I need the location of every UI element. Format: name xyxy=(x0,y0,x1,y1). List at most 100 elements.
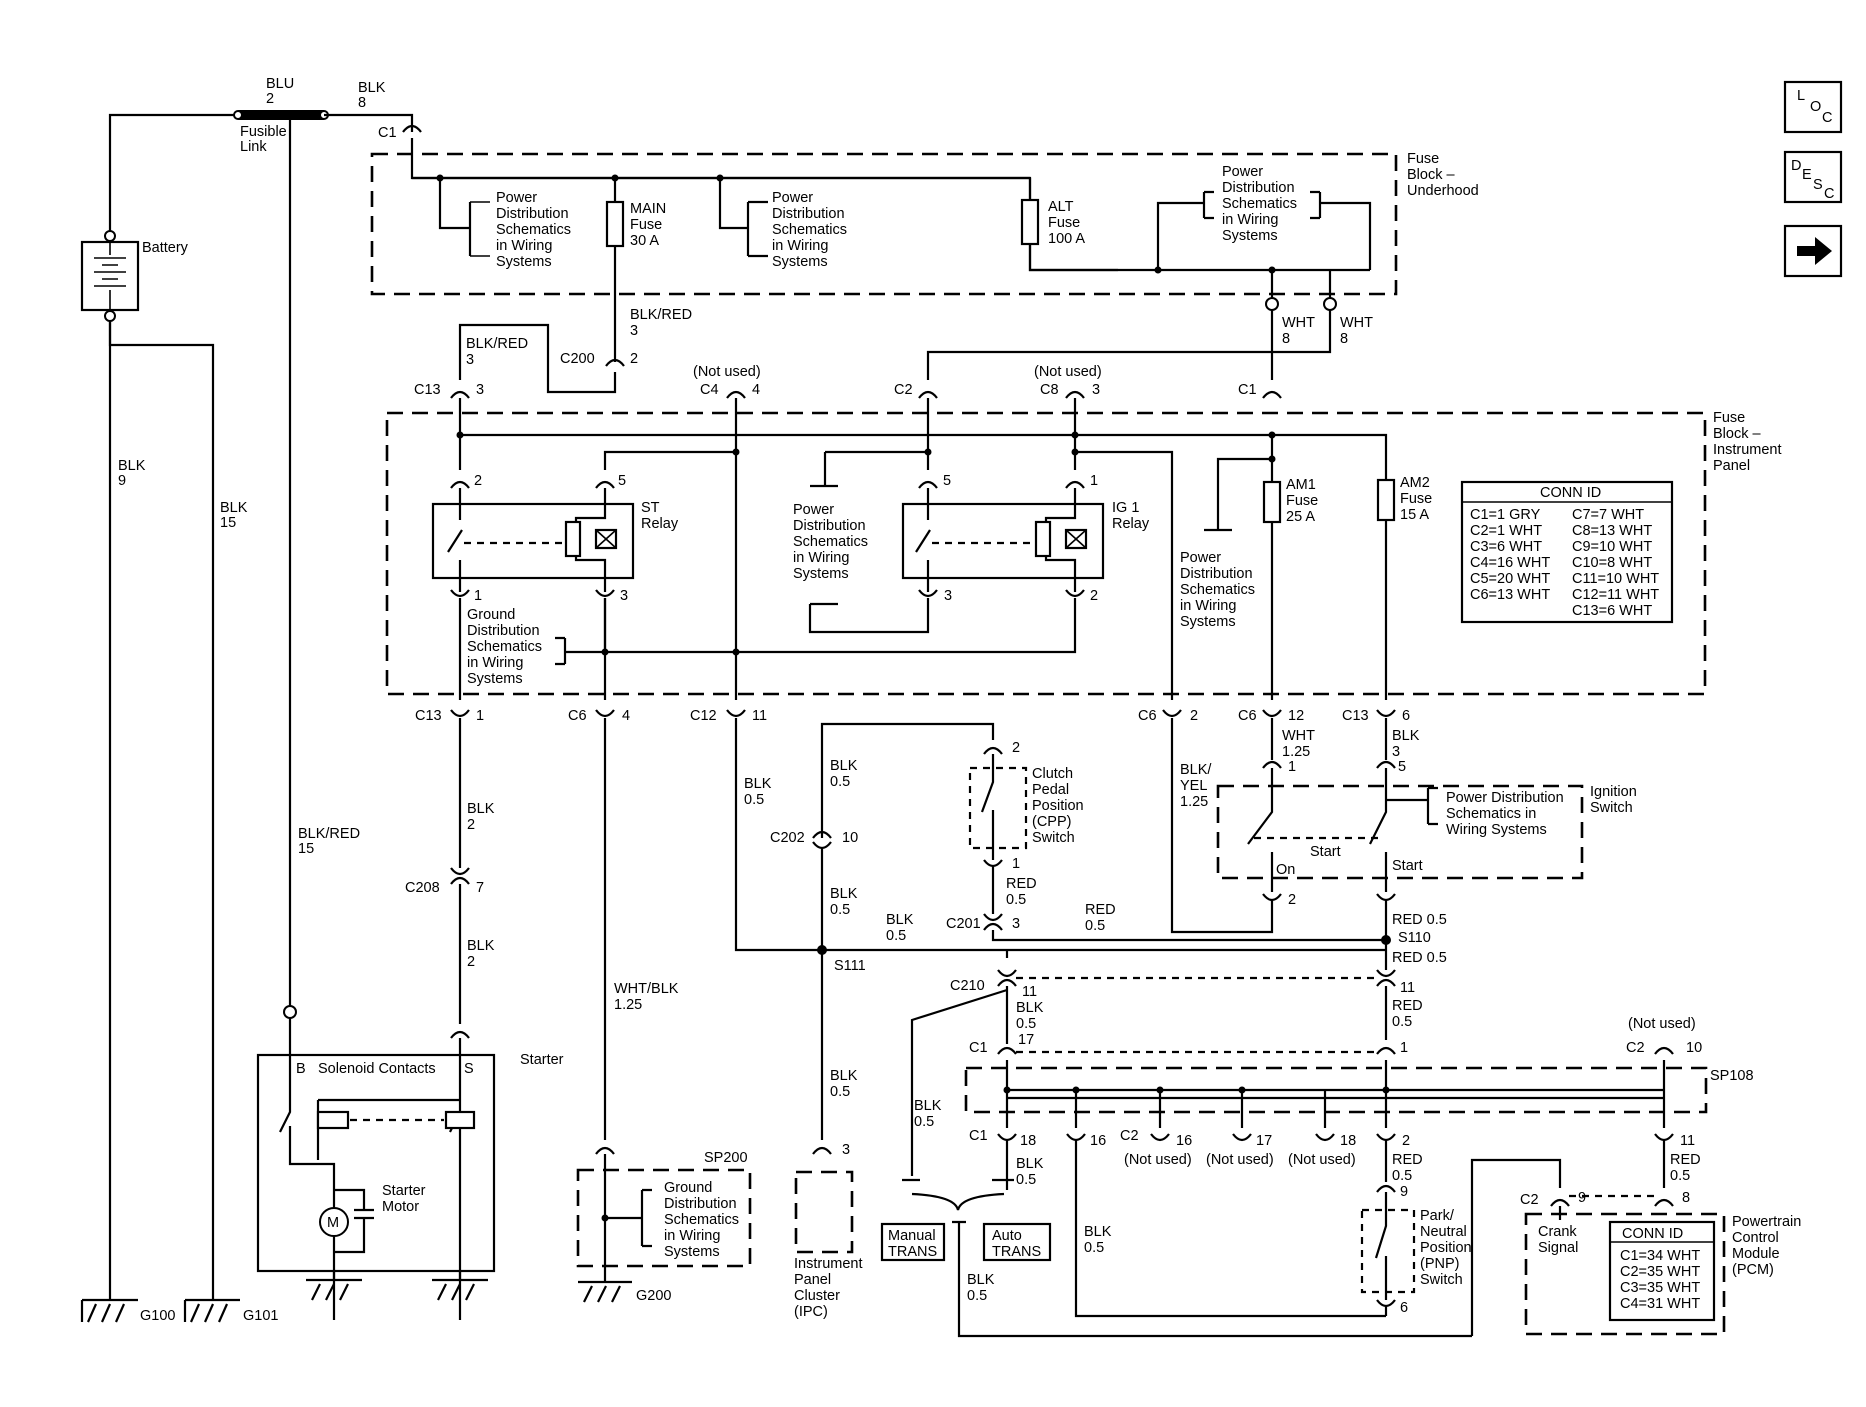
svg-text:BLK: BLK xyxy=(830,758,858,774)
svg-text:3: 3 xyxy=(1392,744,1400,760)
svg-text:in Wiring: in Wiring xyxy=(793,550,849,566)
svg-text:BLK: BLK xyxy=(830,886,858,902)
svg-text:C13: C13 xyxy=(1342,708,1369,724)
svg-text:BLK: BLK xyxy=(744,776,772,792)
svg-text:BLK: BLK xyxy=(886,912,914,928)
svg-text:RED: RED xyxy=(1006,876,1037,892)
svg-text:18: 18 xyxy=(1340,1133,1356,1149)
svg-text:C1=1 GRY: C1=1 GRY xyxy=(1470,507,1541,523)
svg-text:Schematics: Schematics xyxy=(793,534,868,550)
svg-text:2: 2 xyxy=(467,954,475,970)
svg-text:3: 3 xyxy=(944,588,952,604)
svg-text:Schematics: Schematics xyxy=(467,639,542,655)
svg-text:Switch: Switch xyxy=(1590,800,1633,816)
svg-text:C7=7 WHT: C7=7 WHT xyxy=(1572,507,1644,523)
svg-text:2: 2 xyxy=(1190,708,1198,724)
svg-text:(Not used): (Not used) xyxy=(1034,364,1102,380)
svg-text:Distribution: Distribution xyxy=(1222,180,1295,196)
svg-text:1: 1 xyxy=(1288,759,1296,775)
desc-button[interactable]: D E S C xyxy=(1783,150,1843,204)
svg-text:2: 2 xyxy=(266,91,274,107)
ipc-box xyxy=(794,1170,854,1254)
svg-text:1: 1 xyxy=(1090,473,1098,489)
svg-text:0.5: 0.5 xyxy=(744,792,764,808)
svg-text:C1: C1 xyxy=(969,1040,988,1056)
svg-text:11: 11 xyxy=(1400,980,1415,996)
loc-letter-l: L xyxy=(1797,88,1805,104)
svg-text:17: 17 xyxy=(1256,1133,1272,1149)
svg-text:C2: C2 xyxy=(1120,1128,1139,1144)
svg-text:C10=8 WHT: C10=8 WHT xyxy=(1572,555,1652,571)
svg-text:7: 7 xyxy=(476,880,484,896)
svg-text:(IPC): (IPC) xyxy=(794,1304,828,1320)
svg-text:BLK: BLK xyxy=(1392,728,1420,744)
svg-text:Systems: Systems xyxy=(793,566,849,582)
svg-text:Schematics: Schematics xyxy=(664,1212,739,1228)
svg-text:11: 11 xyxy=(1680,1133,1695,1149)
svg-text:TRANS: TRANS xyxy=(992,1244,1041,1260)
svg-text:WHT/BLK: WHT/BLK xyxy=(614,981,679,997)
svg-text:C1=34 WHT: C1=34 WHT xyxy=(1620,1248,1700,1264)
svg-text:RED: RED xyxy=(1392,998,1423,1014)
svg-text:Auto: Auto xyxy=(992,1228,1022,1244)
svg-text:(Not used): (Not used) xyxy=(1124,1152,1192,1168)
svg-text:3: 3 xyxy=(1092,382,1100,398)
svg-text:in Wiring: in Wiring xyxy=(496,238,552,254)
svg-text:Fuse: Fuse xyxy=(630,217,662,233)
svg-text:1: 1 xyxy=(1400,1040,1408,1056)
svg-text:Pedal: Pedal xyxy=(1032,782,1069,798)
cpp-switch: 2 Clutch Pedal Position (CPP) Switch 1 R… xyxy=(946,740,1386,942)
svg-text:5: 5 xyxy=(943,473,951,489)
svg-text:Signal: Signal xyxy=(1538,1240,1578,1256)
svg-text:C2: C2 xyxy=(1520,1192,1539,1208)
svg-text:0.5: 0.5 xyxy=(1392,1014,1412,1030)
svg-text:Position: Position xyxy=(1420,1240,1472,1256)
svg-text:Motor: Motor xyxy=(382,1199,419,1215)
svg-text:8: 8 xyxy=(358,95,366,111)
svg-text:Schematics: Schematics xyxy=(1222,196,1297,212)
svg-text:BLK/RED: BLK/RED xyxy=(466,336,528,352)
svg-text:16: 16 xyxy=(1176,1133,1192,1149)
svg-text:6: 6 xyxy=(1400,1300,1408,1316)
svg-text:Schematics: Schematics xyxy=(496,222,571,238)
desc-letter-s: S xyxy=(1813,177,1823,193)
svg-text:C6: C6 xyxy=(1138,708,1157,724)
svg-text:C4=16 WHT: C4=16 WHT xyxy=(1470,555,1550,571)
conn-id-table: CONN ID C1=1 GRY C2=1 WHT C3=6 WHT C4=16… xyxy=(1460,480,1674,624)
svg-text:Module: Module xyxy=(1732,1246,1780,1262)
next-arrow-button[interactable] xyxy=(1783,224,1843,278)
svg-text:Systems: Systems xyxy=(467,671,523,687)
svg-text:in Wiring: in Wiring xyxy=(664,1228,720,1244)
svg-text:C9=10 WHT: C9=10 WHT xyxy=(1572,539,1652,555)
svg-text:RED: RED xyxy=(1392,1152,1423,1168)
svg-text:Starter: Starter xyxy=(520,1052,564,1068)
svg-text:Systems: Systems xyxy=(496,254,552,270)
svg-text:ST: ST xyxy=(641,500,660,516)
svg-text:0.5: 0.5 xyxy=(967,1288,987,1304)
svg-text:BLK/RED: BLK/RED xyxy=(630,307,692,323)
svg-text:SP108: SP108 xyxy=(1710,1068,1754,1084)
desc-letter-c: C xyxy=(1824,186,1834,202)
loc-button[interactable]: L O C xyxy=(1783,80,1843,134)
svg-text:BLK: BLK xyxy=(358,80,386,96)
svg-text:Schematics: Schematics xyxy=(1180,582,1255,598)
starter-circuit: BLK 2 C208 7 BLK 2 Starter B Solenoid Co… xyxy=(256,718,564,1320)
alt-fuse xyxy=(1020,198,1040,246)
svg-text:C8=13 WHT: C8=13 WHT xyxy=(1572,523,1652,539)
svg-text:15 A: 15 A xyxy=(1400,507,1429,523)
svg-text:BLK: BLK xyxy=(220,500,248,516)
svg-text:Distribution: Distribution xyxy=(793,518,866,534)
svg-text:Battery: Battery xyxy=(142,240,189,256)
svg-text:G100: G100 xyxy=(140,1308,175,1324)
svg-text:Position: Position xyxy=(1032,798,1084,814)
svg-text:C6: C6 xyxy=(1238,708,1257,724)
s111-network: BLK 0.5 BLK 0.5 C202 10 BLK 0.5 S111 BLK… xyxy=(734,718,1386,1320)
svg-text:1.25: 1.25 xyxy=(1282,744,1310,760)
svg-text:2: 2 xyxy=(467,817,475,833)
am2-fuse xyxy=(1376,478,1396,522)
svg-text:C208: C208 xyxy=(405,880,440,896)
svg-text:Power Distribution: Power Distribution xyxy=(1446,790,1564,806)
svg-text:1: 1 xyxy=(1012,856,1020,872)
svg-text:C13: C13 xyxy=(414,382,441,398)
ip-connectors-bottom: C13 1 C6 4 C12 11 C6 2 C6 12 C13 6 xyxy=(415,598,1410,724)
